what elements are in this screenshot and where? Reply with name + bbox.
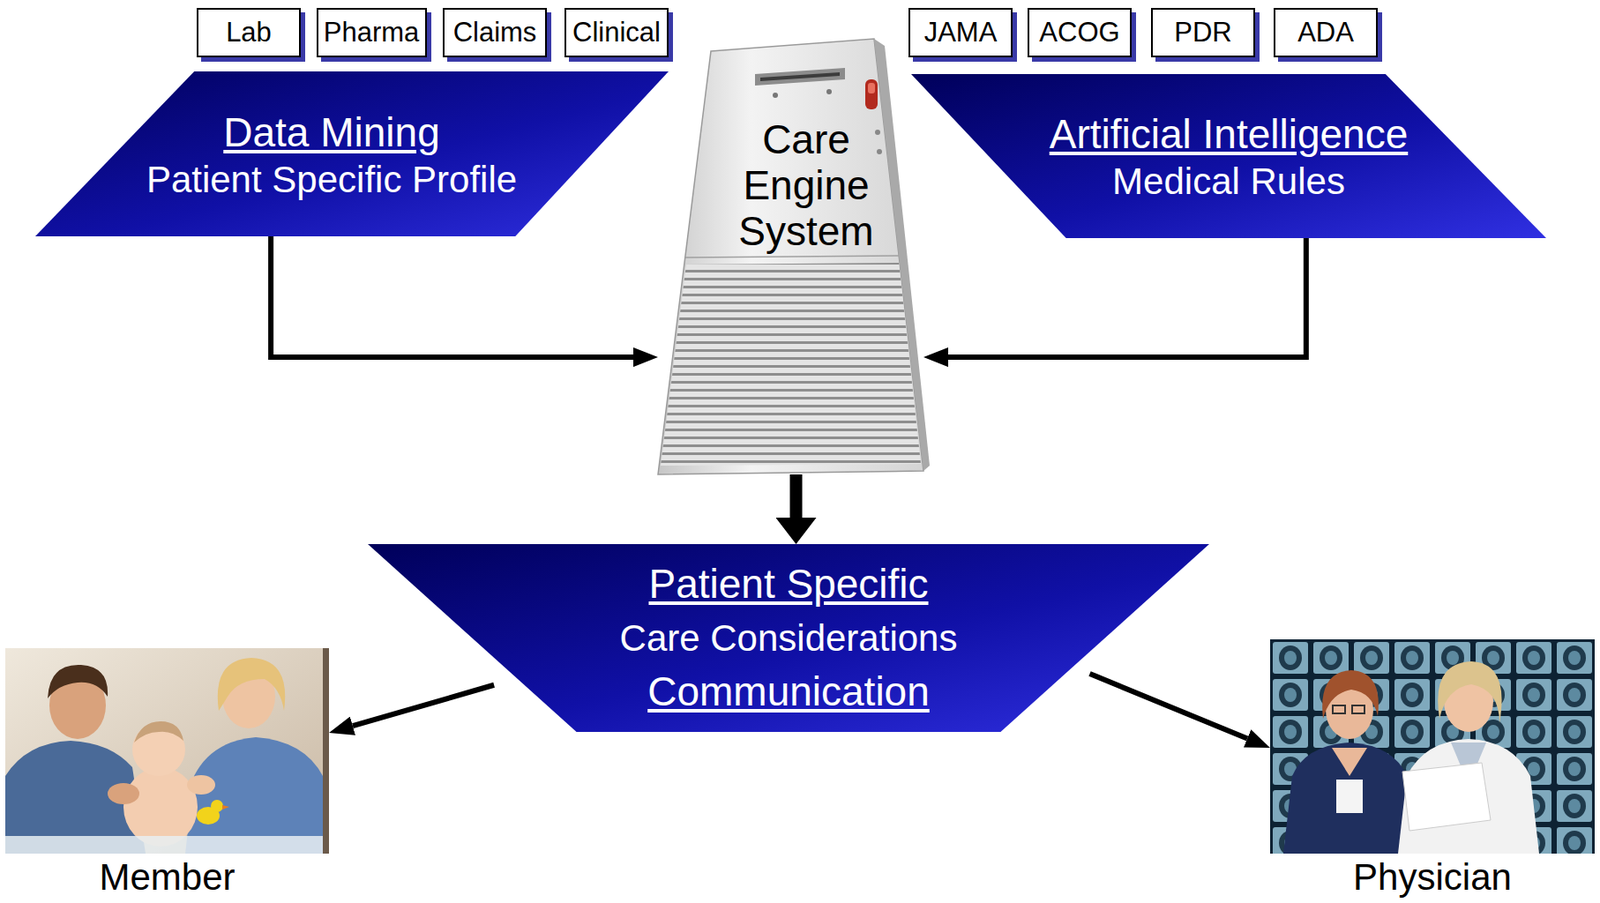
text-group: Patient SpecificCare ConsiderationsCommu… xyxy=(620,557,958,719)
flow-arrow xyxy=(790,474,803,518)
source-label: Pharma xyxy=(323,16,420,49)
source-label: Lab xyxy=(225,16,272,49)
text-group: JAMA xyxy=(924,16,998,49)
source-label: ACOG xyxy=(1039,16,1120,49)
photo-caption: Member xyxy=(98,857,235,898)
text-group: Pharma xyxy=(323,16,420,49)
source-label: Claims xyxy=(453,16,538,49)
panel-subtitle: Medical Rules xyxy=(1112,159,1346,204)
text-group: Physician xyxy=(1353,857,1512,898)
flow-arrow xyxy=(948,238,1307,358)
source-box: Lab xyxy=(196,7,301,58)
member-photo xyxy=(5,648,329,854)
care-engine-tower: Care Engine System xyxy=(657,38,924,475)
text-group: Artificial IntelligenceMedical Rules xyxy=(1049,108,1409,204)
source-box: Claims xyxy=(442,7,547,58)
source-box: Clinical xyxy=(564,7,669,58)
source-box: ADA xyxy=(1273,7,1378,58)
text-group: Data MiningPatient Specific Profile xyxy=(146,106,517,202)
panel-fill xyxy=(367,544,1210,733)
ai-panel: Artificial IntelligenceMedical Rules xyxy=(911,74,1547,239)
panel-fill xyxy=(911,74,1547,239)
source-box: Pharma xyxy=(316,7,427,58)
text-group: ACOG xyxy=(1039,16,1120,49)
text-group: Care Engine System xyxy=(726,116,886,255)
panel-fill xyxy=(35,71,669,237)
source-label: PDR xyxy=(1173,16,1232,49)
physician-node: Physician xyxy=(1270,639,1595,898)
text-group: Member xyxy=(98,857,235,898)
source-box: JAMA xyxy=(908,7,1013,58)
physician-photo xyxy=(1270,639,1595,854)
text-group: PDR xyxy=(1173,16,1232,49)
panel-heading: Patient Specific xyxy=(648,557,928,612)
text-group: Claims xyxy=(453,16,538,49)
care-output-panel: Patient SpecificCare ConsiderationsCommu… xyxy=(367,544,1210,733)
source-label: Clinical xyxy=(572,16,661,49)
panel-heading: Artificial Intelligence xyxy=(1049,108,1409,160)
source-box: ACOG xyxy=(1027,7,1132,58)
member-node: Member xyxy=(5,648,329,898)
server-tower xyxy=(657,38,930,475)
tower-label: Care Engine System xyxy=(726,116,886,255)
source-label: JAMA xyxy=(924,16,998,49)
text-group: ADA xyxy=(1297,16,1354,49)
flow-arrow xyxy=(1090,673,1249,739)
panel-heading: Data Mining xyxy=(223,106,440,158)
flow-arrow xyxy=(352,685,494,726)
text-group: Clinical xyxy=(572,16,661,49)
panel-subtitle: Patient Specific Profile xyxy=(146,157,517,202)
photo-caption: Physician xyxy=(1353,857,1512,898)
panel-heading: Communication xyxy=(647,665,930,719)
text-group: Lab xyxy=(225,16,272,49)
panel-subtitle: Care Considerations xyxy=(620,611,958,666)
source-label: ADA xyxy=(1297,16,1354,49)
flow-arrow xyxy=(270,236,634,358)
data-mining-panel: Data MiningPatient Specific Profile xyxy=(35,71,669,237)
source-box: PDR xyxy=(1151,7,1256,58)
